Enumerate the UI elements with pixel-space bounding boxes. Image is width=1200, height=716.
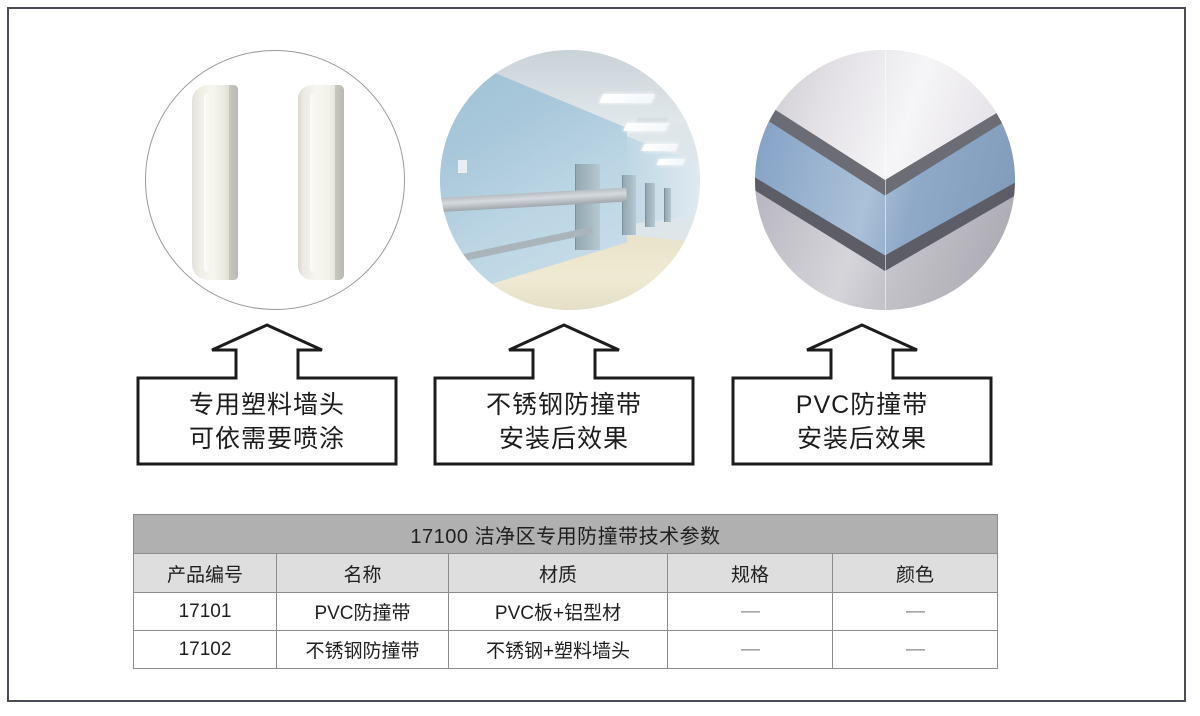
callout-line-2: 安装后效果 (796, 425, 927, 453)
corridor-door-2 (622, 174, 636, 235)
table-title-row: 17100 洁净区专用防撞带技术参数 (133, 514, 998, 554)
callout-line-1: 专用塑料墙头 (188, 391, 345, 419)
callout-arrow-box-shape (433, 323, 695, 466)
corridor-ceiling-light-2 (622, 122, 669, 132)
corner-vertical-edge (885, 50, 886, 310)
corridor-door-4 (663, 187, 672, 222)
cell-color: — (832, 592, 998, 631)
plastic-cap-left (192, 85, 238, 280)
column-header-name: 名称 (276, 553, 449, 593)
column-header-product-code: 产品编号 (133, 553, 277, 593)
table-title: 17100 洁净区专用防撞带技术参数 (133, 514, 998, 554)
corridor-ceiling-light-3 (641, 143, 679, 151)
plastic-cap-right-highlight (310, 93, 317, 272)
callout-arrow-box-shape (136, 323, 398, 466)
callout-line-1: PVC防撞带 (795, 391, 929, 419)
table-header-row: 产品编号 名称 材质 规格 颜色 (133, 553, 998, 593)
callout-line-2: 安装后效果 (498, 425, 629, 453)
callout-line-2: 可依需要喷涂 (188, 425, 345, 453)
cell-spec: — (667, 592, 833, 631)
plastic-cap-left-edge (229, 85, 238, 280)
cell-color: — (832, 630, 998, 669)
cell-name: 不锈钢防撞带 (276, 630, 449, 669)
table-row: 17101 PVC防撞带 PVC板+铝型材 — — (133, 592, 998, 631)
corridor-door-3 (645, 182, 656, 227)
column-header-material: 材质 (448, 553, 668, 593)
corridor-door-1 (575, 164, 600, 251)
table-row: 17102 不锈钢防撞带 不锈钢+塑料墙头 — — (133, 630, 998, 669)
corridor-wall-switch (456, 159, 468, 175)
plastic-cap-right (298, 85, 344, 280)
callout-stainless-crash-rail: 不锈钢防撞带 安装后效果 (433, 322, 695, 466)
callout-pvc-crash-rail: PVC防撞带 安装后效果 (731, 322, 993, 466)
column-header-color: 颜色 (832, 553, 998, 593)
corner-scene (755, 50, 1015, 310)
corridor-ceiling-light-4 (656, 159, 686, 165)
photo-row (0, 0, 1200, 320)
spec-table: 17100 洁净区专用防撞带技术参数 产品编号 名称 材质 规格 颜色 1710… (133, 514, 998, 669)
corridor-ceiling-light-1 (598, 94, 656, 104)
cell-name: PVC防撞带 (276, 592, 449, 631)
column-header-spec: 规格 (667, 553, 833, 593)
callout-line-1: 不锈钢防撞带 (485, 391, 642, 419)
cell-product-code: 17102 (133, 630, 277, 669)
cell-material: PVC板+铝型材 (448, 592, 668, 631)
photo-hospital-corridor (440, 50, 700, 310)
photo-pvc-corner-crash-rail (755, 50, 1015, 310)
photo-plastic-wall-end-caps (145, 50, 405, 310)
corridor-scene (440, 50, 700, 310)
cell-material: 不锈钢+塑料墙头 (448, 630, 668, 669)
callout-arrow-box-shape (731, 323, 993, 466)
plastic-cap-left-highlight (204, 93, 211, 272)
plastic-cap-right-edge (335, 85, 344, 280)
cell-product-code: 17101 (133, 592, 277, 631)
cell-spec: — (667, 630, 833, 669)
callout-plastic-wall-cap: 专用塑料墙头 可依需要喷涂 (136, 322, 398, 466)
